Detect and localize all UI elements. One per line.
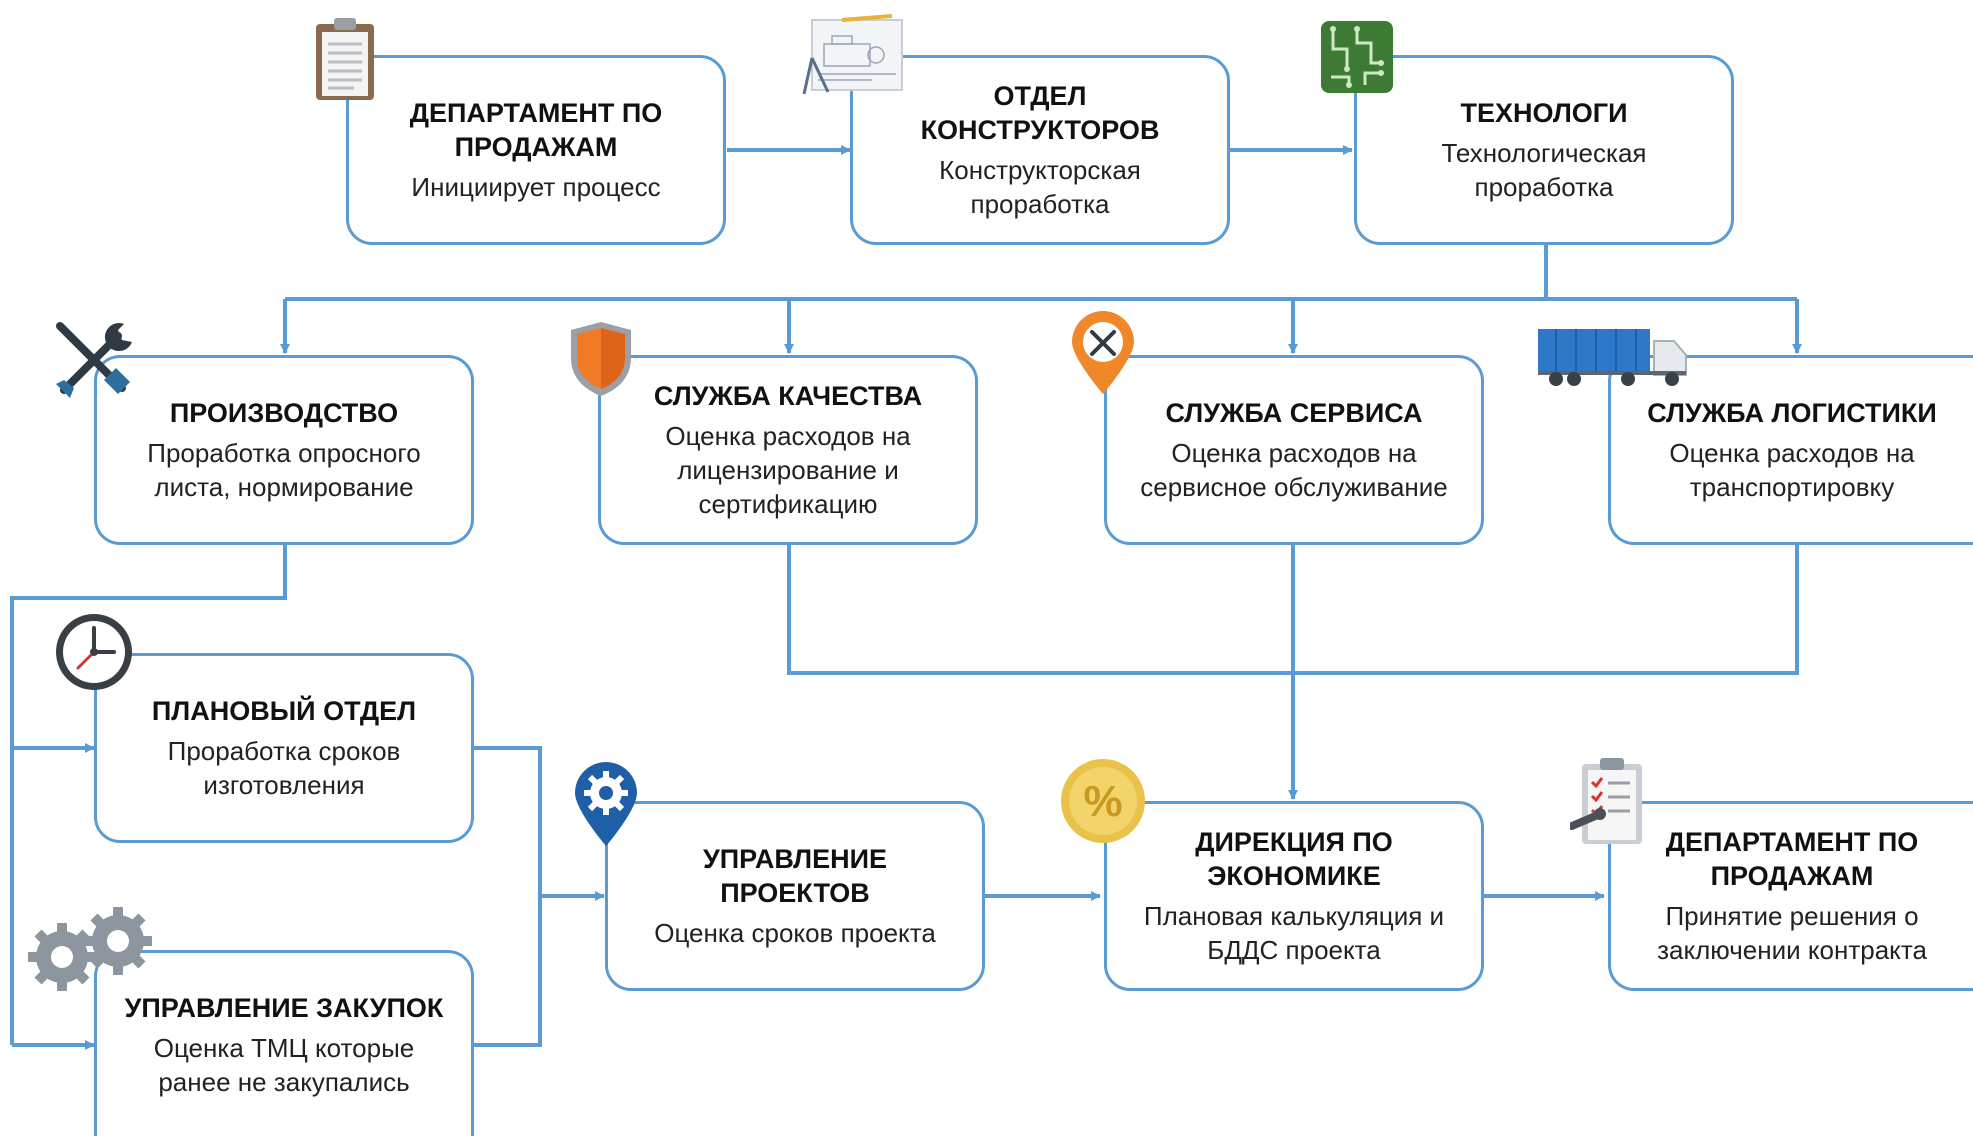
node-description: Конструкторская проработка [939, 155, 1141, 219]
node-description: Инициирует процесс [411, 172, 661, 202]
node-projects: УПРАВЛЕНИЕ ПРОЕКТОВ Оценка сроков проект… [605, 801, 985, 991]
node-title: УПРАВЛЕНИЕ ПРОЕКТОВ [702, 844, 888, 908]
planning-procurement-merge [472, 746, 542, 1047]
node-title: УПРАВЛЕНИЕ ЗАКУПОК [124, 992, 444, 1023]
production-split-line [10, 545, 287, 1045]
wrench-screwdriver-icon [56, 322, 132, 398]
truck-icon [1538, 329, 1687, 386]
node-title: ДЕПАРТАМЕНТ ПО ПРОДАЖАМ [409, 98, 663, 162]
shield-icon [571, 322, 631, 396]
node-title: ДИРЕКЦИЯ ПО ЭКОНОМИКЕ [1195, 827, 1393, 891]
node-logistics: СЛУЖБА ЛОГИСТИКИ Оценка расходов на тран… [1608, 355, 1973, 545]
node-description: Проработка сроков изготовления [167, 736, 401, 800]
gears-icon [28, 907, 152, 991]
node-title: ТЕХНОЛОГИ [1460, 98, 1628, 128]
blueprint-icon [802, 14, 903, 95]
service-pin-icon [1072, 311, 1134, 394]
clock-icon [56, 614, 132, 690]
node-description: Оценка расходов на лицензирование и серт… [665, 421, 911, 519]
circuit-board-icon [1321, 21, 1393, 93]
node-title: ДЕПАРТАМЕНТ ПО ПРОДАЖАМ [1665, 827, 1919, 891]
node-description: Оценка сроков проекта [654, 918, 936, 948]
node-description: Проработка опросного листа, нормирование [147, 438, 421, 502]
svg-text:%: % [1083, 777, 1122, 826]
node-description: Оценка расходов на сервисное обслуживани… [1140, 438, 1448, 502]
node-planning: ПЛАНОВЫЙ ОТДЕЛ Проработка сроков изготов… [94, 653, 474, 843]
node-service: СЛУЖБА СЕРВИСА Оценка расходов на сервис… [1104, 355, 1484, 545]
node-title: ОТДЕЛ КОНСТРУКТОРОВ [920, 81, 1160, 145]
node-economics: ДИРЕКЦИЯ ПО ЭКОНОМИКЕ Плановая калькуляц… [1104, 801, 1484, 991]
node-title: ПРОИЗВОДСТВО [169, 398, 399, 428]
node-description: Принятие решения о заключении контракта [1657, 901, 1927, 965]
node-title: СЛУЖБА СЕРВИСА [1165, 398, 1423, 428]
node-title: ПЛАНОВЫЙ ОТДЕЛ [151, 696, 417, 726]
node-sales-start: ДЕПАРТАМЕНТ ПО ПРОДАЖАМ Инициирует проце… [346, 55, 726, 245]
node-sales-end: ДЕПАРТАМЕНТ ПО ПРОДАЖАМ Принятие решения… [1608, 801, 1973, 991]
clipboard-icon [316, 18, 374, 100]
node-quality: СЛУЖБА КАЧЕСТВА Оценка расходов на лицен… [598, 355, 978, 545]
node-production: ПРОИЗВОДСТВО Проработка опросного листа,… [94, 355, 474, 545]
gear-pin-icon [575, 762, 637, 846]
node-title: СЛУЖБА КАЧЕСТВА [653, 381, 923, 411]
node-technologists: ТЕХНОЛОГИ Технологическая проработка [1354, 55, 1734, 245]
node-procurement: УПРАВЛЕНИЕ ЗАКУПОК Оценка ТМЦ которые ра… [94, 950, 474, 1136]
node-description: Плановая калькуляция и БДДС проекта [1143, 901, 1445, 965]
node-description: Оценка расходов на транспортировку [1669, 438, 1915, 502]
tech-branch-line [285, 245, 1797, 301]
node-description: Технологическая проработка [1441, 138, 1647, 202]
node-description: Оценка ТМЦ которые ранее не закупались [153, 1032, 415, 1097]
node-title: СЛУЖБА ЛОГИСТИКИ [1647, 398, 1937, 428]
node-design: ОТДЕЛ КОНСТРУКТОРОВ Конструкторская прор… [850, 55, 1230, 245]
percent-coin-icon: % [1061, 759, 1145, 843]
checklist-icon [1570, 758, 1642, 844]
